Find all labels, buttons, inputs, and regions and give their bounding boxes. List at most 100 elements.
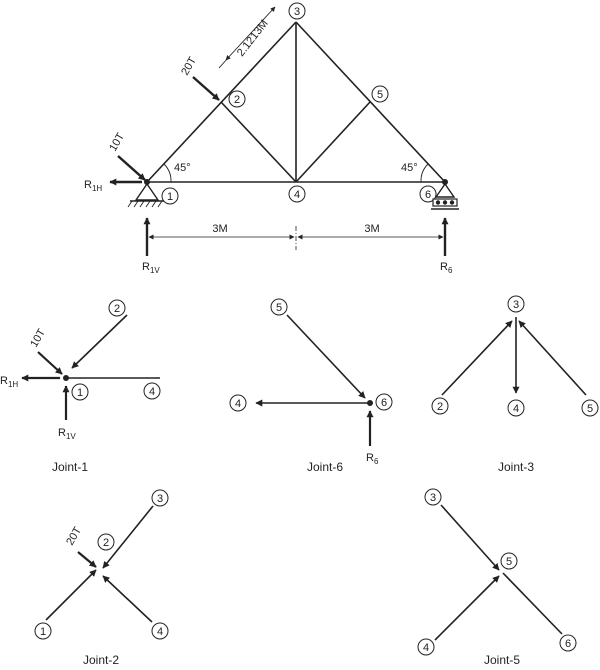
roller-support (431, 182, 459, 210)
load-10t-label: 10T (107, 131, 127, 154)
joint-dot-1 (144, 179, 150, 185)
node-label-6: 6 (419, 185, 437, 203)
svg-text:5: 5 (587, 403, 593, 415)
member-5-4 (295, 101, 371, 183)
pin-support (127, 182, 164, 208)
span-left-label: 3M (212, 223, 227, 235)
j3-node-2: 2 (431, 397, 449, 415)
j5-node-5: 5 (500, 552, 518, 570)
j2-caption: Joint-2 (83, 653, 119, 667)
node-label-2: 2 (228, 90, 246, 108)
node-label-5: 5 (371, 85, 389, 103)
j1-load-10t (37, 351, 63, 375)
svg-text:1: 1 (40, 626, 46, 638)
j3-member-5 (518, 320, 587, 396)
span-right-label: 3M (364, 223, 379, 235)
j3-caption: Joint-3 (498, 460, 534, 474)
fbd-joint-6: 5 4 6 R6 Joint-6 (229, 298, 393, 474)
j6-member-5 (286, 314, 366, 399)
j2-load-20t (77, 551, 97, 568)
j6-node-6: 6 (375, 393, 393, 411)
j1-load-label: 10T (28, 327, 48, 350)
member-2-4 (220, 101, 297, 183)
j2-node-2: 2 (97, 533, 115, 551)
svg-text:2: 2 (103, 537, 109, 549)
j2-member-1 (45, 569, 97, 621)
angle-arc-right (420, 163, 429, 183)
j5-member-3 (440, 504, 500, 571)
truss-members (146, 21, 446, 183)
svg-text:6: 6 (565, 638, 571, 650)
angle-left-label: 45° (174, 162, 191, 174)
svg-text:3: 3 (513, 299, 519, 311)
load-arrow-20t (192, 76, 220, 101)
reaction-r6-label: R6 (440, 261, 453, 275)
svg-text:4: 4 (235, 398, 241, 410)
member-length-dimension: 2.1213M (218, 6, 276, 69)
svg-text:5: 5 (276, 302, 282, 314)
j5-caption: Joint-5 (484, 653, 520, 667)
j2-node-1: 1 (34, 622, 52, 640)
node-label-1: 1 (161, 187, 179, 205)
node-label-4: 4 (288, 185, 306, 203)
j1-node-1: 1 (71, 383, 89, 401)
reaction-r1h-label: R1H (84, 179, 102, 193)
member-length-label: 2.1213M (235, 18, 271, 59)
j3-node-5: 5 (581, 399, 599, 417)
j2-node-3: 3 (151, 489, 169, 507)
j5-node-3: 3 (424, 488, 442, 506)
node-label-3: 3 (288, 2, 306, 20)
j2-member-4 (102, 575, 153, 623)
svg-text:2: 2 (114, 303, 120, 315)
joint-dot-6 (442, 179, 448, 185)
svg-text:3: 3 (294, 6, 300, 18)
j5-node-6: 6 (559, 634, 577, 652)
j1-member-2 (71, 314, 128, 369)
j3-member-2 (441, 320, 513, 396)
svg-text:2: 2 (234, 94, 240, 106)
j5-node-4: 4 (417, 638, 435, 656)
svg-text:2: 2 (437, 401, 443, 413)
j6-r6-label: R6 (366, 452, 379, 466)
svg-text:6: 6 (381, 397, 387, 409)
j3-node-3: 3 (507, 295, 525, 313)
j3-node-4: 4 (507, 399, 525, 417)
j1-rh-label: R1H (0, 375, 18, 389)
j5-member-6 (502, 572, 563, 635)
j1-node-2: 2 (108, 299, 126, 317)
fbd-joint-3: 3 2 4 5 Joint-3 (431, 295, 599, 474)
angle-right-label: 45° (401, 162, 418, 174)
j1-node-4: 4 (143, 382, 161, 400)
member-3-6 (295, 21, 446, 183)
svg-text:5: 5 (506, 556, 512, 568)
svg-text:3: 3 (157, 493, 163, 505)
svg-text:4: 4 (149, 386, 155, 398)
svg-text:3: 3 (430, 492, 436, 504)
svg-text:1: 1 (167, 191, 173, 203)
j6-caption: Joint-6 (307, 460, 343, 474)
load-arrow-10t (117, 155, 146, 181)
j1-rv-label: R1V (58, 427, 76, 441)
svg-text:6: 6 (425, 189, 431, 201)
svg-text:4: 4 (157, 626, 163, 638)
span-dimension (148, 226, 444, 250)
angle-arc-left (163, 163, 172, 183)
fbd-joint-2: 3 2 1 4 20T Joint-2 (34, 489, 169, 667)
j2-member-3 (102, 505, 154, 569)
j2-load-label: 20T (64, 525, 84, 548)
j6-node-4: 4 (229, 394, 247, 412)
j1-caption: Joint-1 (52, 460, 88, 474)
j6-node-5: 5 (270, 298, 288, 316)
reaction-r1v-label: R1V (142, 261, 160, 275)
load-20t-label: 20T (179, 55, 199, 78)
fbd-joint-5: 3 5 4 6 Joint-5 (417, 488, 577, 667)
svg-text:1: 1 (77, 387, 83, 399)
fbd-joint-1: 2 1 4 10T R1H R1V Joint-1 (0, 299, 161, 474)
j5-member-4 (434, 575, 500, 641)
svg-text:5: 5 (377, 89, 383, 101)
svg-text:4: 4 (513, 403, 519, 415)
j2-node-4: 4 (151, 622, 169, 640)
svg-text:4: 4 (423, 642, 429, 654)
svg-text:4: 4 (294, 189, 300, 201)
